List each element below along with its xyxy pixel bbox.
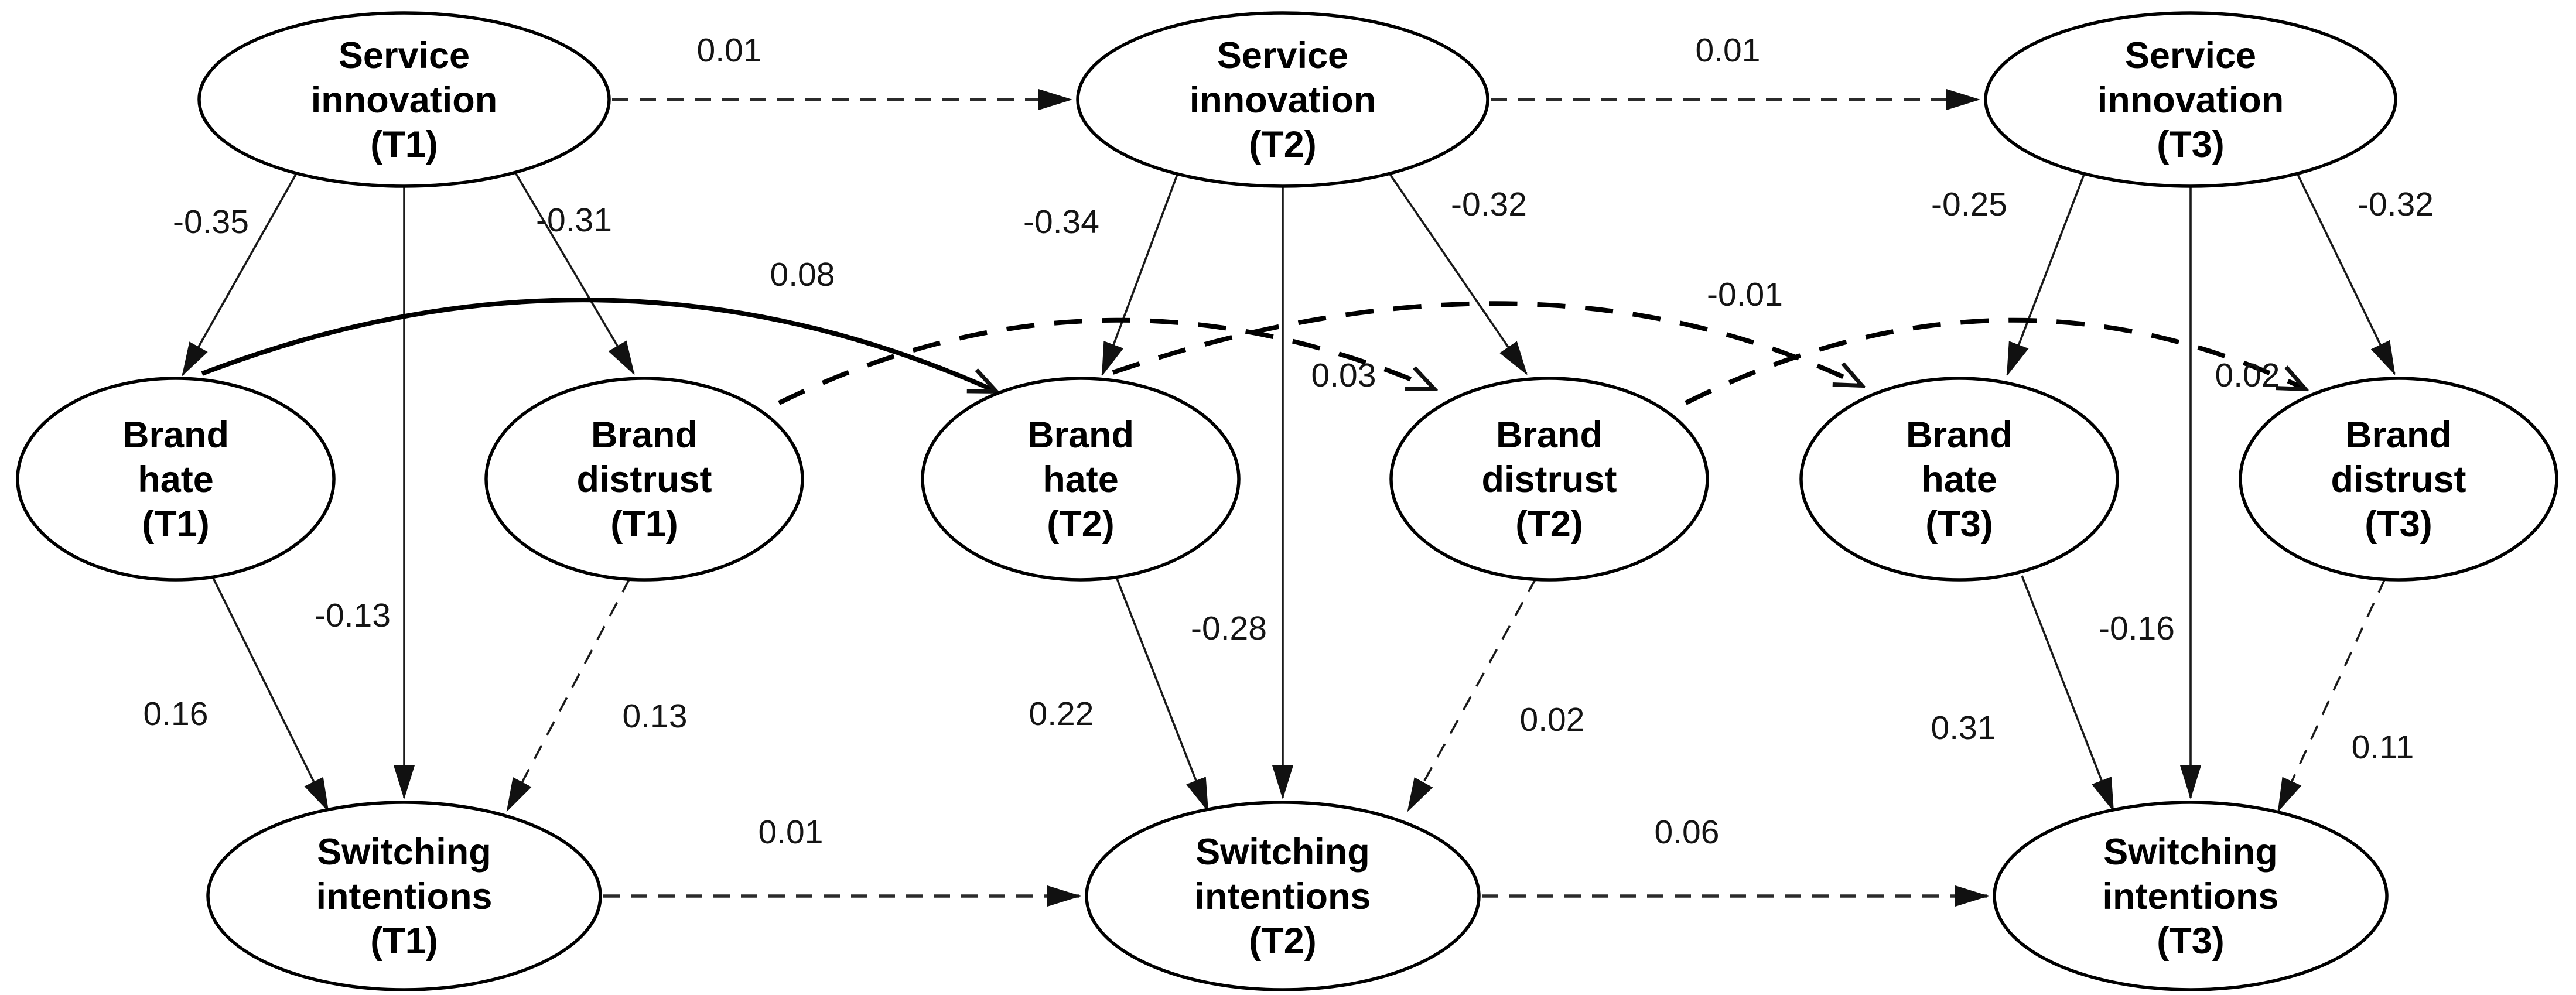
- node-brand-distrust-t2-ellipse: [1389, 377, 1709, 582]
- edge-bh2-sw2-coefficient: 0.22: [1029, 695, 1094, 733]
- node-switching-intentions-t2-ellipse: [1085, 801, 1481, 991]
- edge-si3-bh3-coefficient: -0.25: [1931, 186, 2007, 223]
- edge-sw1-sw2-coefficient: 0.01: [759, 813, 824, 851]
- edge-bd1-sw1-coefficient: 0.13: [623, 697, 688, 735]
- node-service-innovation-t2-ellipse: [1076, 11, 1489, 188]
- edge-sw2-sw3-coefficient: 0.06: [1655, 813, 1720, 851]
- edge-si3-bh3: [2006, 174, 2085, 377]
- edge-si3-bd3: [2296, 173, 2396, 375]
- edge-bd1-sw1: [506, 578, 631, 812]
- edge-si2-bd2-coefficient: -0.32: [1451, 186, 1527, 223]
- edge-si2-bh2-coefficient: -0.34: [1023, 203, 1099, 241]
- edge-si1-bh1: [182, 174, 297, 377]
- edge-bh2-bh3-coefficient: -0.01: [1707, 276, 1783, 313]
- edge-si2-bh2: [1101, 174, 1178, 377]
- edge-si1-bd1: [514, 172, 635, 375]
- edge-si1-bd1-coefficient: -0.31: [536, 201, 612, 239]
- edge-si2-bd2: [1388, 172, 1528, 375]
- node-switching-intentions-t1-ellipse: [206, 801, 602, 991]
- edges-layer: [182, 89, 2396, 907]
- edge-bh1-sw1-coefficient: 0.16: [144, 695, 209, 733]
- node-brand-hate-t1-ellipse: [16, 377, 336, 582]
- edge-bh3-sw3: [2021, 575, 2114, 812]
- edge-bd1-bd2-coefficient: 0.03: [1311, 357, 1376, 394]
- edge-bh1-bh2: [201, 298, 996, 391]
- edge-si3-bd3-coefficient: -0.32: [2358, 186, 2434, 223]
- node-switching-intentions-t3-ellipse: [1993, 801, 2389, 991]
- edge-bd1-bd2: [778, 317, 1434, 405]
- edge-bh1-bh2-coefficient: 0.08: [770, 256, 835, 293]
- edge-bd3-sw3-coefficient: 0.11: [2352, 729, 2414, 766]
- edge-bh3-sw3-coefficient: 0.31: [1931, 709, 1996, 747]
- node-service-innovation-t3-ellipse: [1984, 11, 2397, 188]
- edge-bh2-bh3: [1112, 301, 1861, 385]
- edge-si2-si3-coefficient: 0.01: [1696, 32, 1761, 69]
- edge-bh1-sw1: [211, 575, 329, 812]
- node-brand-hate-t3-ellipse: [1799, 377, 2119, 582]
- edge-bd2-sw2: [1407, 578, 1537, 812]
- edge-bh2-sw2: [1115, 575, 1209, 812]
- node-brand-distrust-t3-ellipse: [2239, 377, 2558, 582]
- node-service-innovation-t1-ellipse: [197, 11, 611, 188]
- node-brand-distrust-t1-ellipse: [484, 377, 804, 582]
- edge-bd2-bd3: [1685, 317, 2305, 405]
- edge-si1-si2-coefficient: 0.01: [697, 32, 762, 69]
- edge-si1-bh1-coefficient: -0.35: [173, 203, 249, 241]
- edge-si2-sw2-coefficient: -0.28: [1191, 610, 1267, 647]
- edge-si3-sw3-coefficient: -0.16: [2099, 610, 2175, 647]
- edge-bd2-sw2-coefficient: 0.02: [1520, 701, 1585, 738]
- edge-si1-sw1-coefficient: -0.13: [315, 597, 391, 634]
- node-brand-hate-t2-ellipse: [921, 377, 1241, 582]
- edge-labels-layer: 0.01 0.01 0.01 0.06 -0.35 -0.31 -0.13 0.16 0.13 -…: [144, 32, 2434, 851]
- edge-bd2-bd3-coefficient: 0.02: [2215, 357, 2280, 394]
